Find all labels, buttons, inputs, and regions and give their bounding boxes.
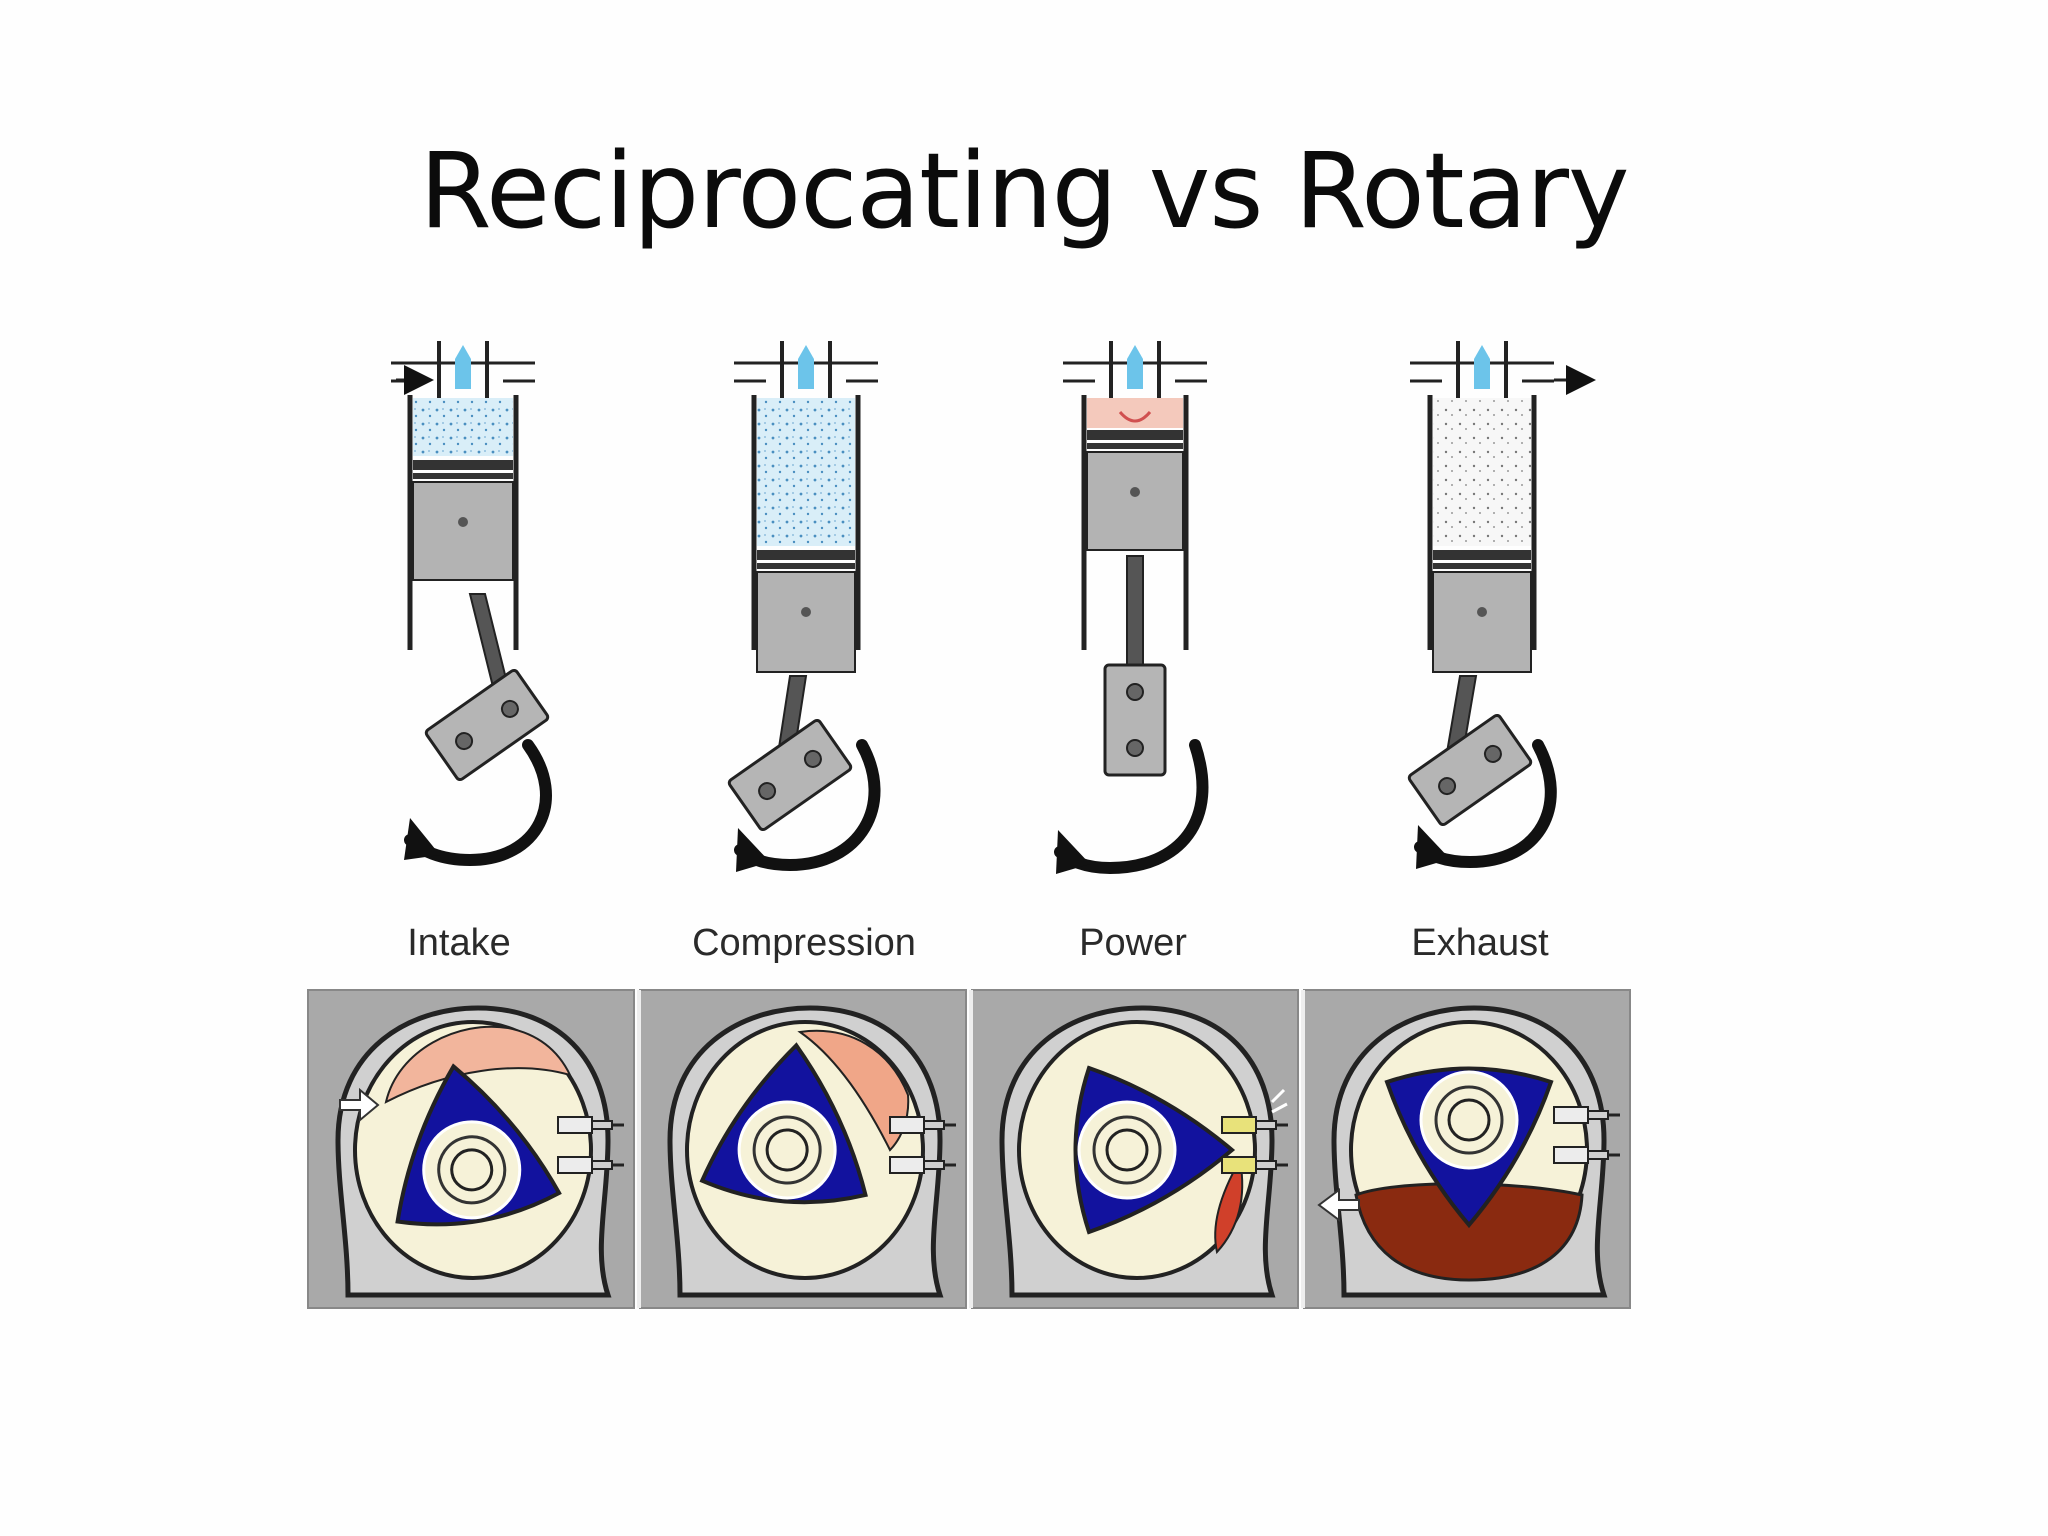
piston-cylinder-icon (391, 341, 535, 715)
rotary-exhaust (1304, 990, 1630, 1308)
piston-intake (391, 341, 549, 860)
rotary-compression (640, 990, 966, 1308)
piston-power (1056, 341, 1207, 874)
piston-compression (728, 341, 878, 872)
rotary-power (972, 990, 1298, 1308)
stage-label-intake: Intake (309, 922, 609, 965)
piston-exhaust (1408, 341, 1572, 869)
stage-label-compression: Compression (654, 922, 954, 965)
stage-label-exhaust: Exhaust (1330, 922, 1630, 965)
rotary-intake (308, 990, 634, 1308)
stage-label-power: Power (983, 922, 1283, 965)
wankel-rotor-icon (308, 990, 634, 1308)
